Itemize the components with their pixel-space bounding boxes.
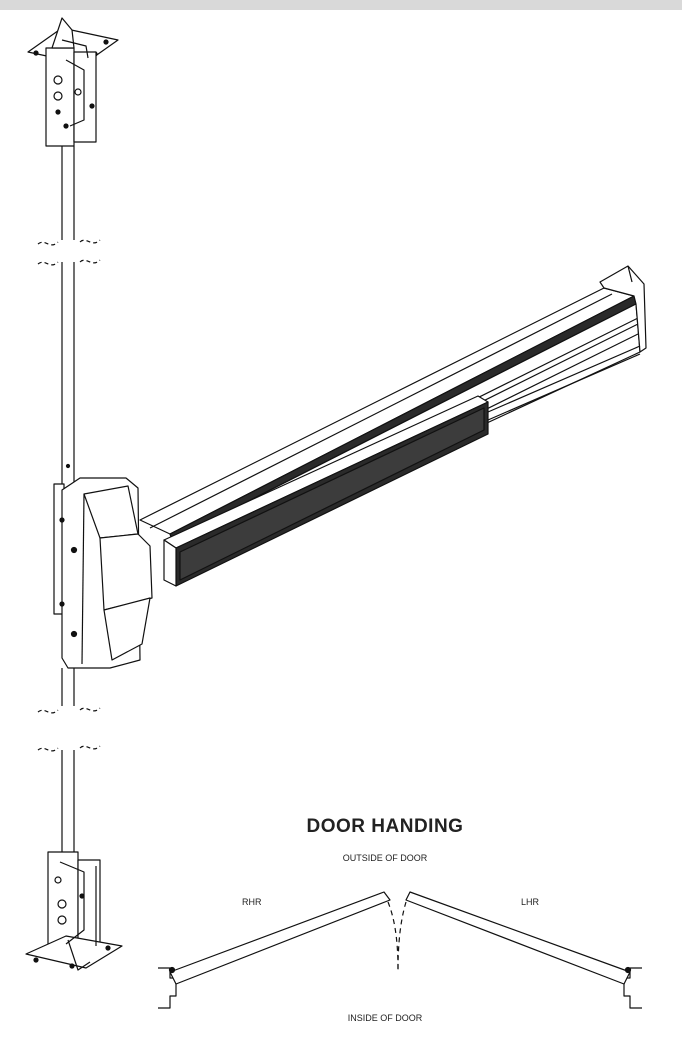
lhr-door-leaf <box>405 891 631 985</box>
rhr-label: RHR <box>242 897 262 907</box>
rhr-swing-arc <box>387 901 399 971</box>
lhr-label: LHR <box>521 897 540 907</box>
push-bar <box>139 265 647 587</box>
lower-vertical-rod <box>37 668 101 852</box>
chassis-housing <box>53 477 153 669</box>
top-latch-assembly <box>27 17 119 147</box>
bottom-latch-assembly <box>25 851 123 971</box>
top-bar <box>0 0 682 10</box>
upper-vertical-rod <box>37 146 101 484</box>
rhr-door-leaf <box>169 891 391 985</box>
lhr-swing-arc <box>397 901 407 971</box>
door-handing-diagram <box>158 891 642 1009</box>
outside-of-door-label: OUTSIDE OF DOOR <box>342 853 428 863</box>
door-handing-title: DOOR HANDING <box>306 816 464 837</box>
inside-of-door-label: INSIDE OF DOOR <box>347 1013 423 1023</box>
